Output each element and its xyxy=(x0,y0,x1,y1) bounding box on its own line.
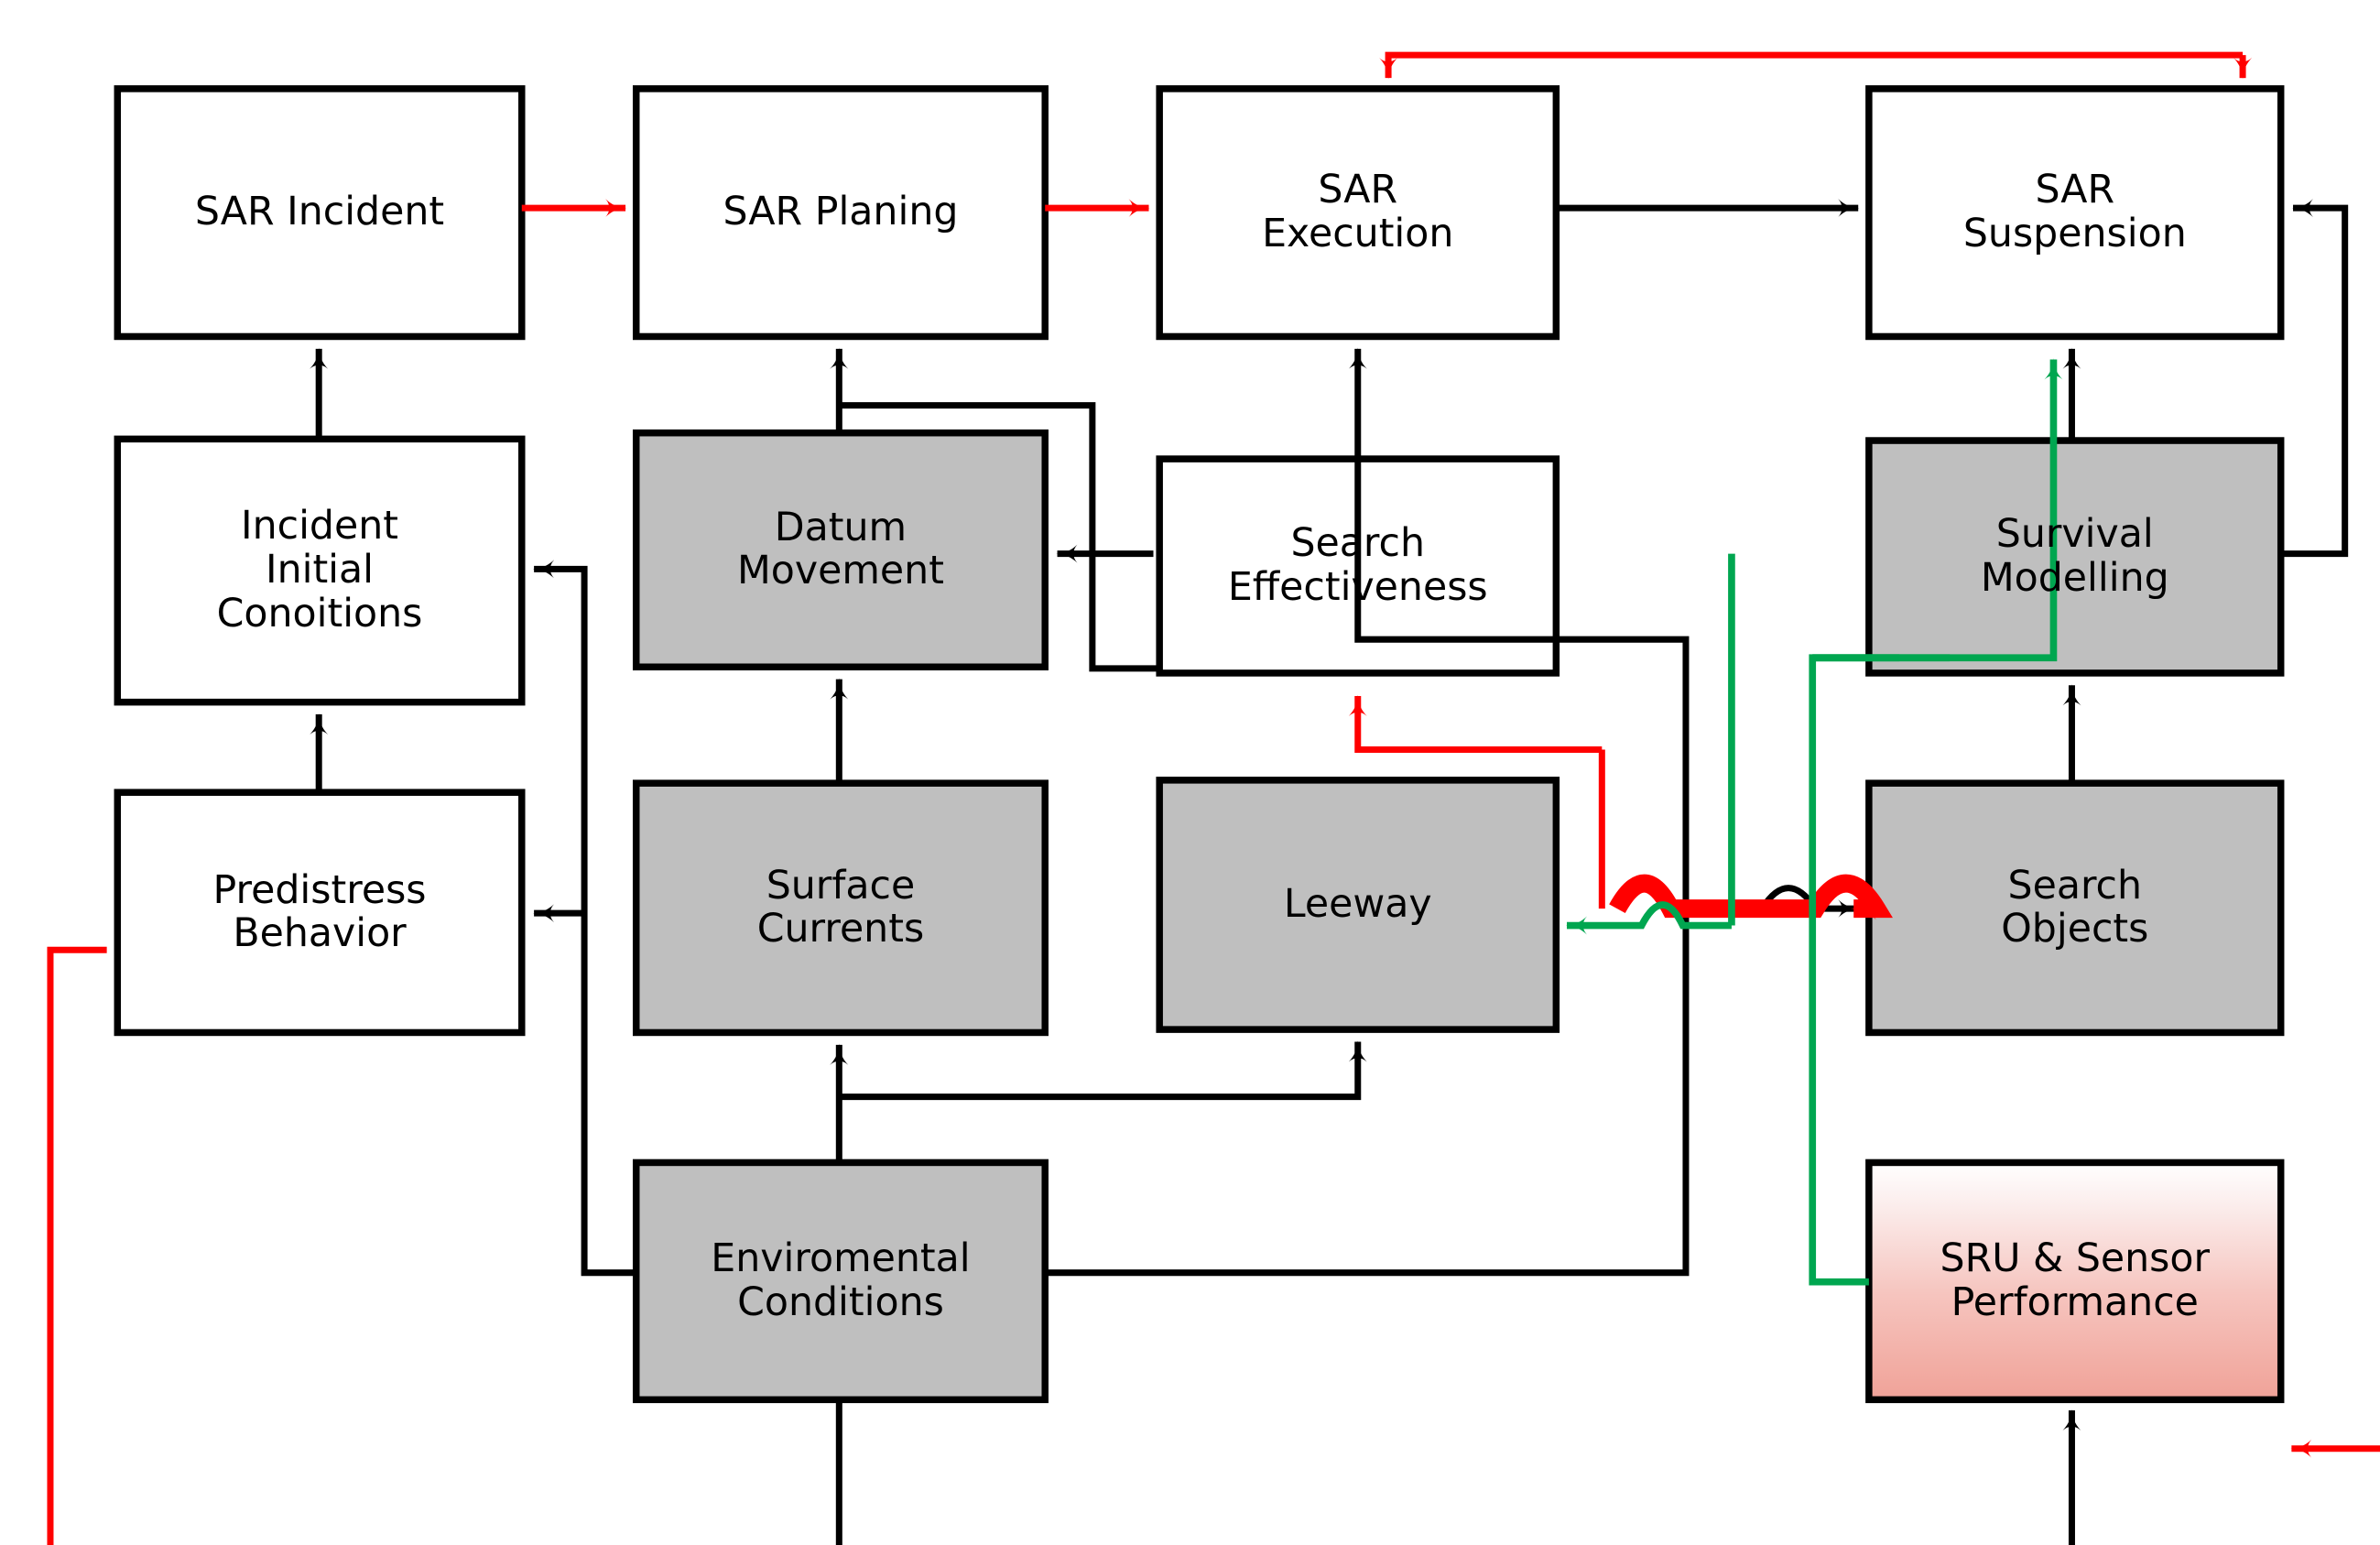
node-sar-planing[interactable] xyxy=(632,85,1049,341)
node-sru-sensor-performance[interactable] xyxy=(1865,1159,2285,1404)
edge-top-loop-to-planing xyxy=(1379,51,2244,80)
node-surface-currents[interactable] xyxy=(632,779,1049,1037)
green-edges xyxy=(1565,358,2063,1286)
edge-environmental-to-execution xyxy=(1045,347,1690,1277)
node-survival-modelling[interactable] xyxy=(1865,437,2285,677)
edge-effectiveness-to-planing xyxy=(839,402,1160,672)
red-edges xyxy=(47,51,2380,1545)
node-search-objects[interactable] xyxy=(1865,779,2285,1037)
edge-outer-loop-right xyxy=(2290,1439,2380,1458)
node-sar-incident[interactable] xyxy=(114,85,526,341)
node-predistress-behavior[interactable] xyxy=(114,789,526,1037)
node-sar-execution[interactable] xyxy=(1156,85,1560,341)
edge-suspension-to-survival xyxy=(2280,199,2349,558)
edge-environmental-to-leeway xyxy=(839,1040,1367,1101)
edge-green-riser-suspension xyxy=(1812,358,2063,662)
edge-green-to-effectiveness xyxy=(1565,901,1732,935)
node-environmental-conditions[interactable] xyxy=(632,1159,1049,1404)
node-rects xyxy=(114,85,2285,1404)
edge-outer-loop-left xyxy=(47,946,107,1545)
node-sar-suspension[interactable] xyxy=(1865,85,2285,341)
edge-environmental-to-sru xyxy=(835,1399,2081,1545)
black-edges xyxy=(310,199,2349,1545)
edge-environmental-to-initial xyxy=(532,560,636,1277)
node-datum-movement[interactable] xyxy=(632,429,1049,671)
node-incident-initial[interactable] xyxy=(114,435,526,706)
edge-objects-to-effectiveness xyxy=(1348,694,1603,753)
node-leeway[interactable] xyxy=(1156,777,1560,1033)
